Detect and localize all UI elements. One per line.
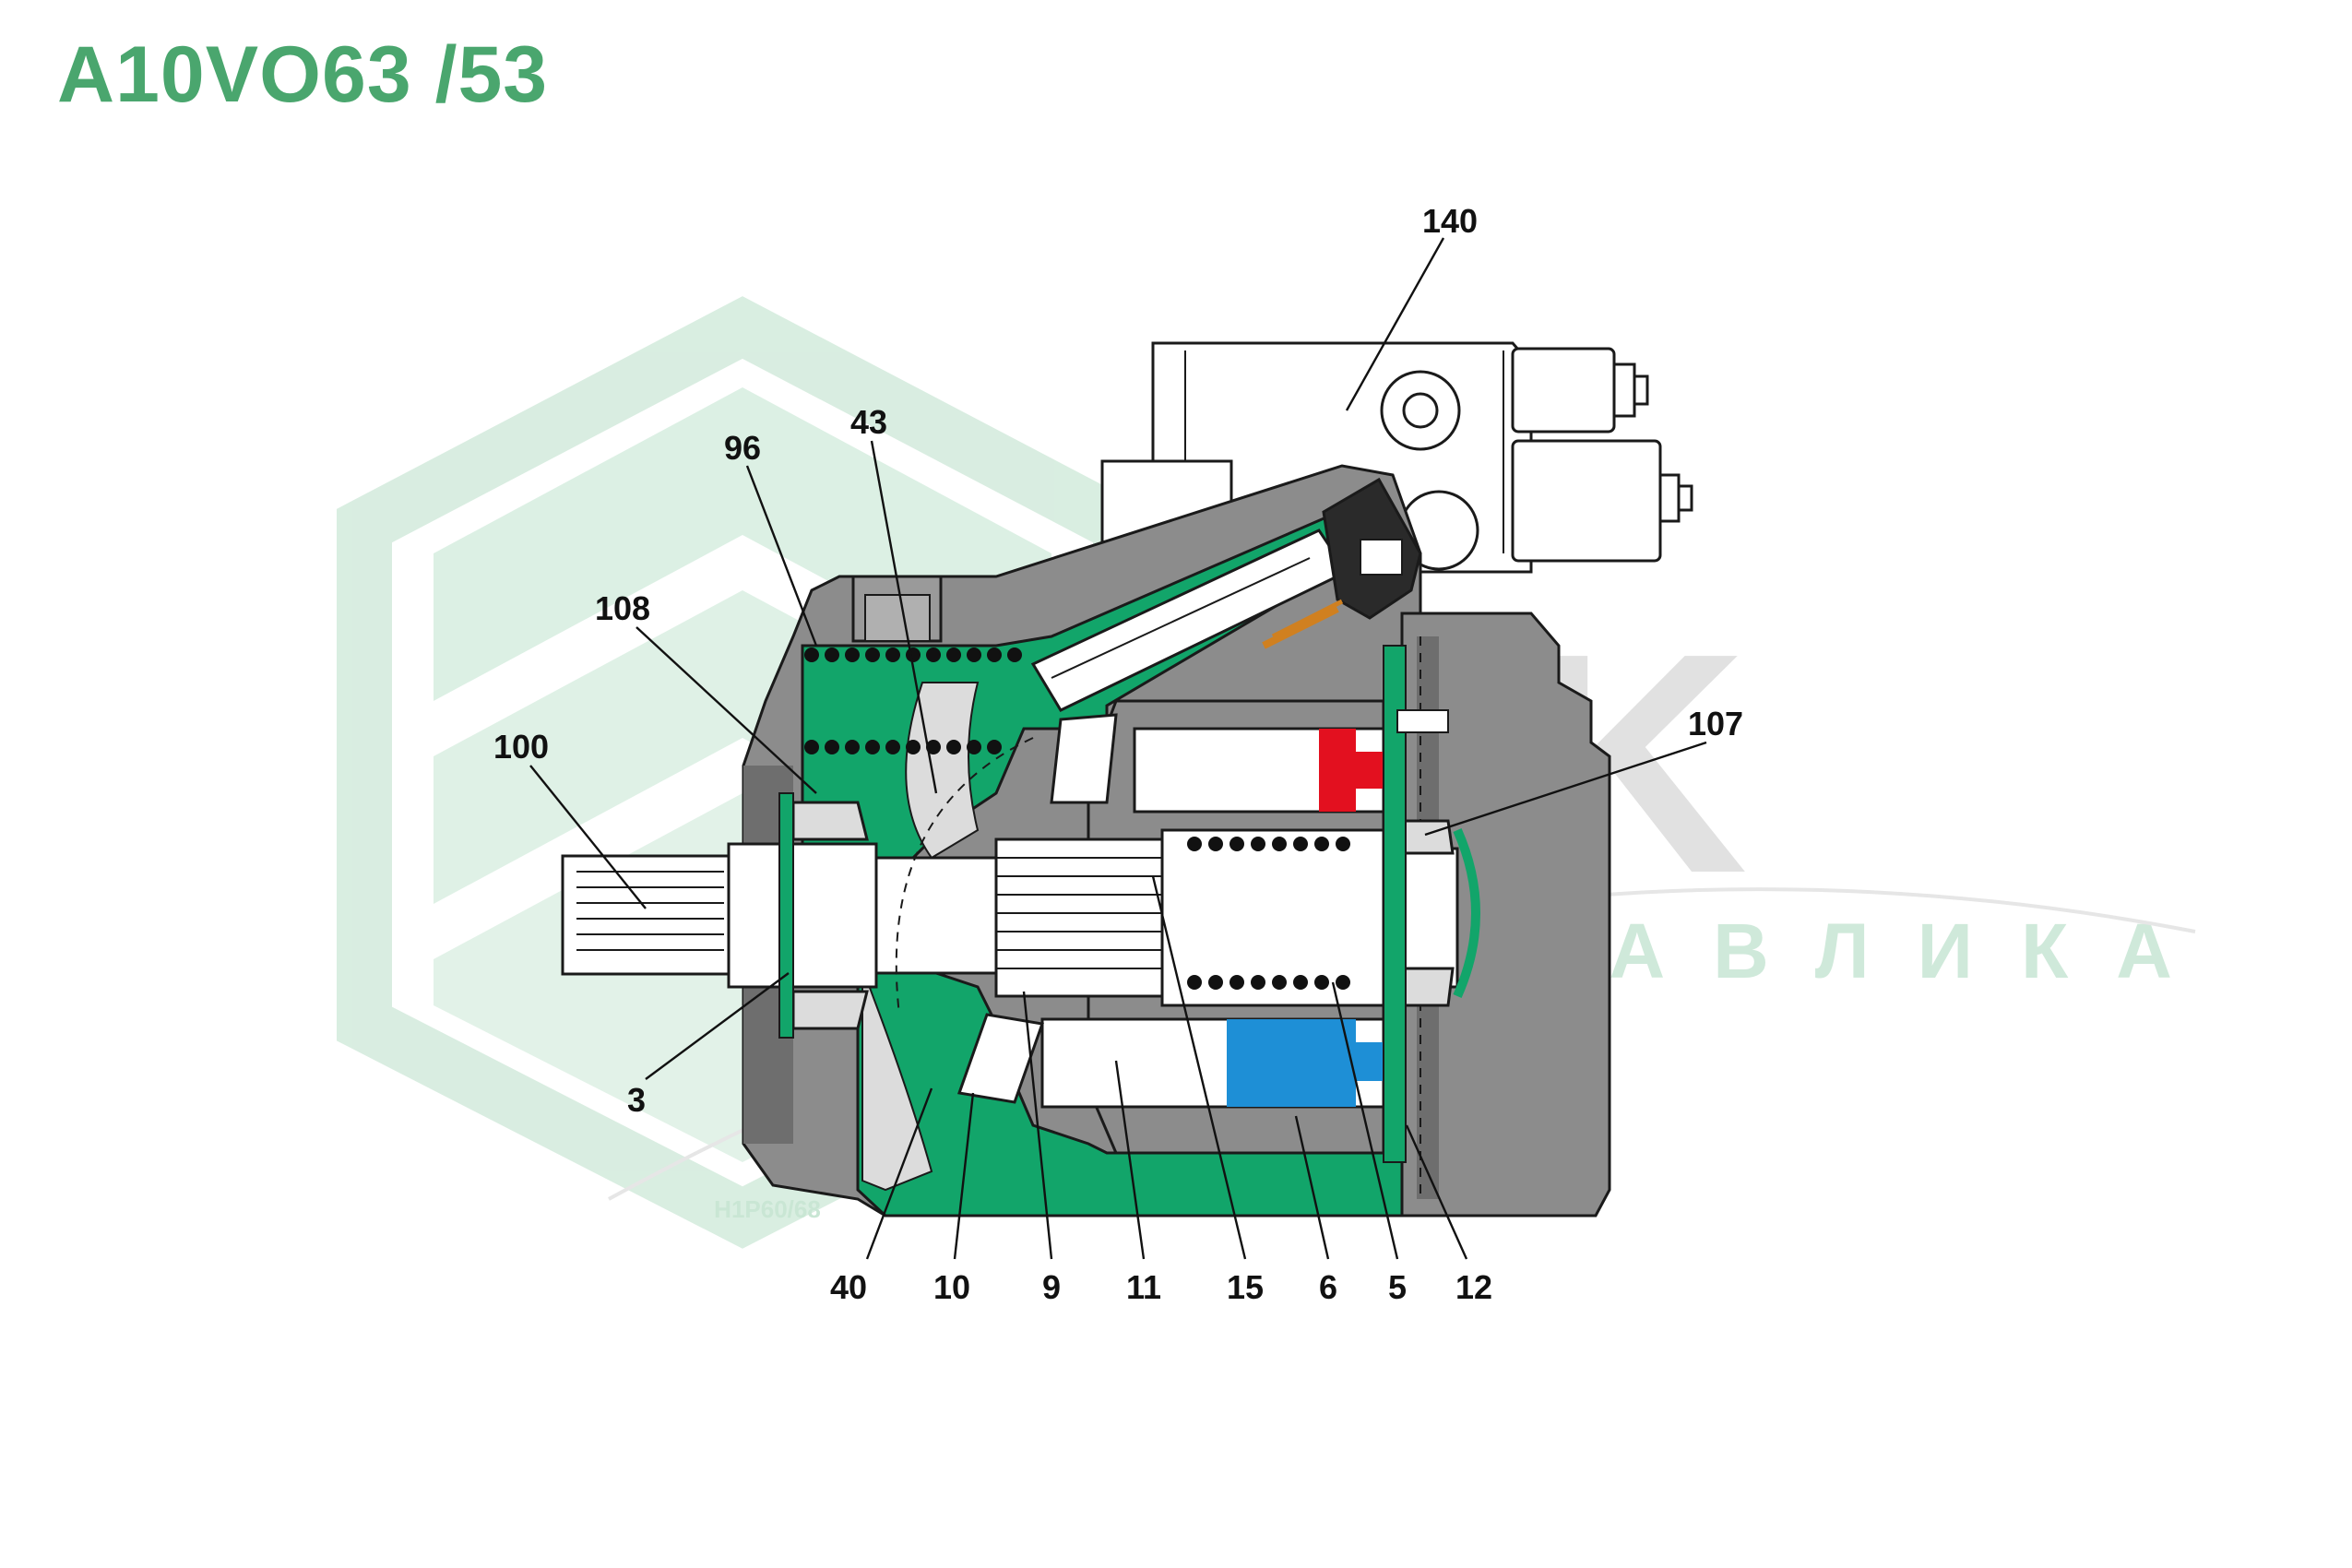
- slipper-shoes: [956, 713, 1118, 1104]
- callout-107: 107: [1688, 705, 1743, 742]
- callout-100: 100: [493, 728, 549, 766]
- callout-108: 108: [595, 589, 650, 627]
- swash-arc: [895, 737, 1034, 1016]
- callout-96: 96: [724, 429, 761, 467]
- callout-40: 40: [830, 1268, 867, 1306]
- callout-15: 15: [1227, 1268, 1264, 1306]
- center-spring-coils: [1187, 837, 1350, 990]
- callout-6: 6: [1319, 1268, 1337, 1306]
- callout-11: 11: [1126, 1268, 1161, 1306]
- callout-43: 43: [850, 403, 887, 441]
- callout-10: 10: [933, 1268, 970, 1306]
- callout-140: 140: [1422, 202, 1478, 240]
- drawing-code: H1P60/68: [714, 1195, 821, 1223]
- spring-coils-96: [804, 647, 1022, 754]
- callout-5: 5: [1388, 1268, 1407, 1306]
- callout-12: 12: [1455, 1268, 1492, 1306]
- valve-plate: [1383, 645, 1449, 1163]
- callout-3: 3: [627, 1081, 646, 1119]
- leader-lines: [529, 237, 1707, 1260]
- page-title: A10VO63 /53: [57, 30, 549, 119]
- front-bearing: [778, 792, 869, 1039]
- callout-9: 9: [1042, 1268, 1061, 1306]
